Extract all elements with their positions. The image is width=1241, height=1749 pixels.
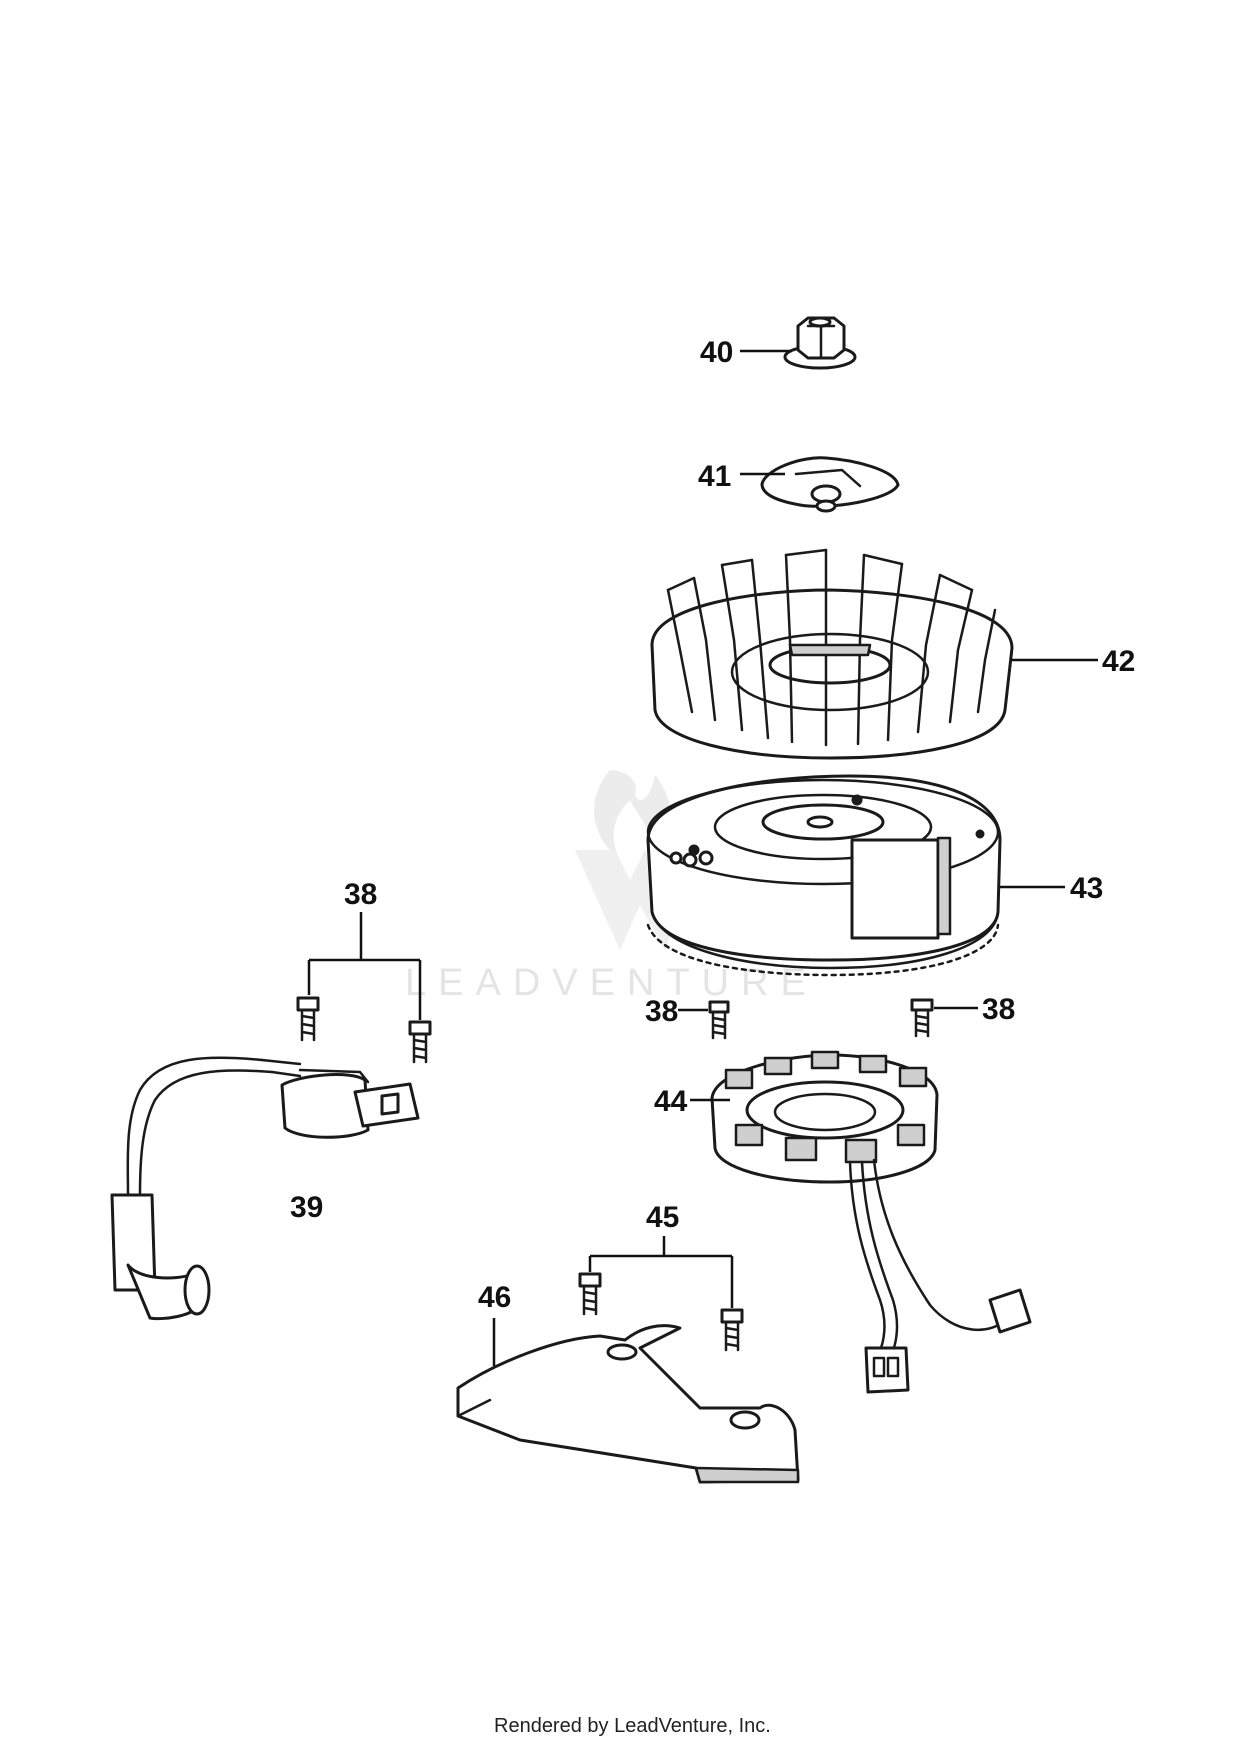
callout-38-top: 38 — [344, 878, 377, 911]
bolt-left-part — [708, 1000, 730, 1040]
cooling-fan-part — [650, 548, 1014, 760]
callout-40: 40 — [700, 336, 733, 369]
callout-46: 46 — [478, 1281, 511, 1314]
callout-44: 44 — [654, 1085, 688, 1118]
callout-45: 45 — [646, 1201, 679, 1234]
stator-part — [710, 1050, 939, 1184]
shield-plate-part — [456, 1324, 800, 1484]
bolt-top-left-part — [296, 996, 320, 1042]
flange-nut-part — [783, 316, 857, 370]
callout-43: 43 — [1070, 872, 1103, 905]
bolt-45-right-part — [720, 1308, 744, 1352]
callout-38-left: 38 — [645, 995, 678, 1028]
footer-credit: Rendered by LeadVenture, Inc. — [494, 1715, 771, 1737]
flywheel-part — [646, 774, 1002, 977]
callout-39: 39 — [290, 1191, 323, 1224]
stator-wiring-part — [848, 1158, 1032, 1394]
callout-42: 42 — [1102, 645, 1135, 678]
watermark-text: LEADVENTURE — [405, 962, 818, 1004]
bolt-45-left-part — [578, 1272, 602, 1316]
callout-38-right: 38 — [982, 993, 1015, 1026]
callout-41: 41 — [698, 460, 731, 493]
ignition-coil-part — [110, 1056, 420, 1321]
washer-plate-part — [760, 456, 900, 513]
bolt-right-part — [910, 998, 934, 1038]
bolt-top-right-part — [408, 1020, 432, 1064]
